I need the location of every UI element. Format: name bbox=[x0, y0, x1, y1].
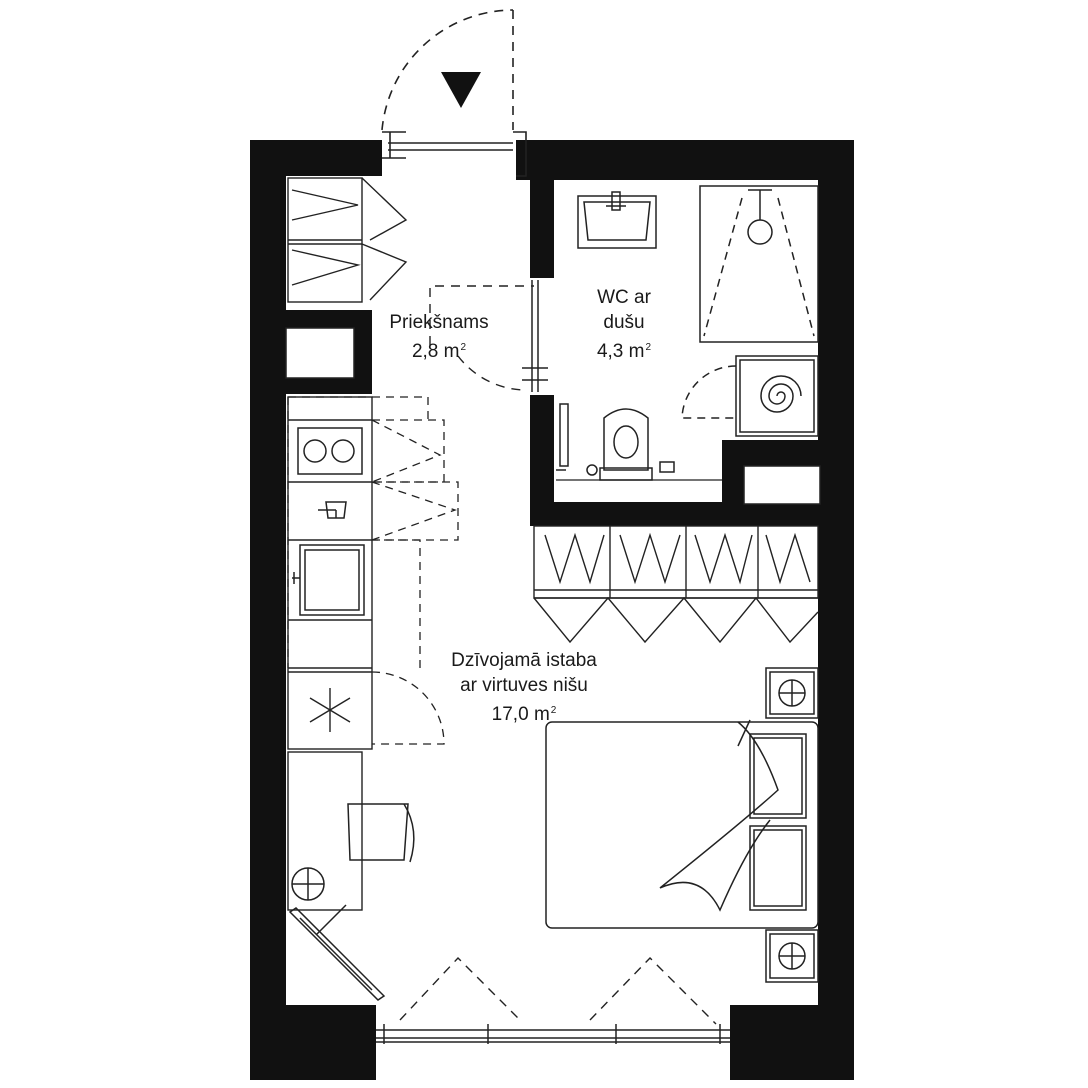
toilet-icon bbox=[586, 408, 675, 481]
walls bbox=[250, 140, 854, 1080]
spiral-icon bbox=[681, 355, 819, 437]
area-number: 2,8 bbox=[411, 341, 439, 362]
chair-icon bbox=[347, 803, 415, 863]
wall-bottom-right bbox=[730, 1005, 854, 1080]
area-number: 17,0 bbox=[491, 704, 529, 725]
wall-top-left bbox=[250, 140, 382, 176]
sink-icon bbox=[292, 544, 365, 616]
wall-bath-bottom bbox=[530, 502, 722, 526]
room-area: 4,3 m2 bbox=[566, 335, 682, 364]
room-name: Priekšnams bbox=[389, 312, 489, 333]
area-power: 2 bbox=[645, 342, 652, 353]
duct-box bbox=[743, 465, 821, 505]
room-name: ar virtuves nišu bbox=[460, 675, 588, 696]
double-bed-icon bbox=[545, 719, 819, 929]
area-power: 2 bbox=[460, 342, 467, 353]
washbasin-icon bbox=[577, 191, 657, 249]
shower-head-icon bbox=[699, 185, 819, 343]
area-unit: m bbox=[443, 341, 460, 362]
wall-right bbox=[818, 140, 854, 1080]
room-name: dušu bbox=[603, 312, 645, 333]
bath-door bbox=[522, 280, 548, 392]
two-burner-hob-icon bbox=[297, 427, 363, 475]
room-name: Dzīvojamā istaba bbox=[451, 650, 597, 671]
wardrobe-living bbox=[533, 525, 819, 644]
niches bbox=[285, 327, 821, 505]
room-area: 2,8 m2 bbox=[384, 335, 494, 364]
lamp-icon bbox=[765, 667, 819, 719]
room-label-bathroom: WC ar dušu 4,3 m2 bbox=[566, 285, 682, 364]
niche-box bbox=[285, 327, 355, 379]
room-label-entrance: Priekšnams 2,8 m2 bbox=[384, 310, 494, 364]
room-area: 17,0 m2 bbox=[418, 698, 630, 727]
kitchen-upper-dashed bbox=[287, 396, 459, 668]
wall-bath-left-upper bbox=[530, 140, 554, 278]
room-label-living: Dzīvojamā istaba ar virtuves nišu 17,0 m… bbox=[418, 648, 630, 727]
area-unit: m bbox=[628, 341, 645, 362]
entrance-dashed bbox=[429, 285, 534, 391]
area-unit: m bbox=[533, 704, 550, 725]
wine-glass-icon bbox=[318, 501, 347, 519]
window-left-flap bbox=[288, 904, 386, 1001]
grab-bar bbox=[556, 403, 569, 471]
entrance-door bbox=[381, 9, 527, 177]
balcony-window bbox=[376, 1024, 730, 1044]
snowflake-icon bbox=[309, 688, 351, 732]
area-power: 2 bbox=[550, 705, 557, 716]
desk bbox=[287, 751, 363, 911]
fridge-door-swing bbox=[371, 671, 445, 745]
area-number: 4,3 bbox=[596, 341, 624, 362]
wall-niche-mid bbox=[250, 176, 286, 310]
lamp-icon bbox=[765, 929, 819, 983]
room-name: WC ar bbox=[597, 287, 651, 308]
triangle-down-icon bbox=[441, 72, 481, 108]
wall-bottom-left bbox=[250, 1005, 376, 1080]
desk-lamp-icon bbox=[291, 867, 325, 901]
wall-top-right bbox=[516, 140, 854, 180]
entrance-wardrobe bbox=[287, 177, 408, 303]
balcony-window-swings bbox=[399, 956, 717, 1025]
